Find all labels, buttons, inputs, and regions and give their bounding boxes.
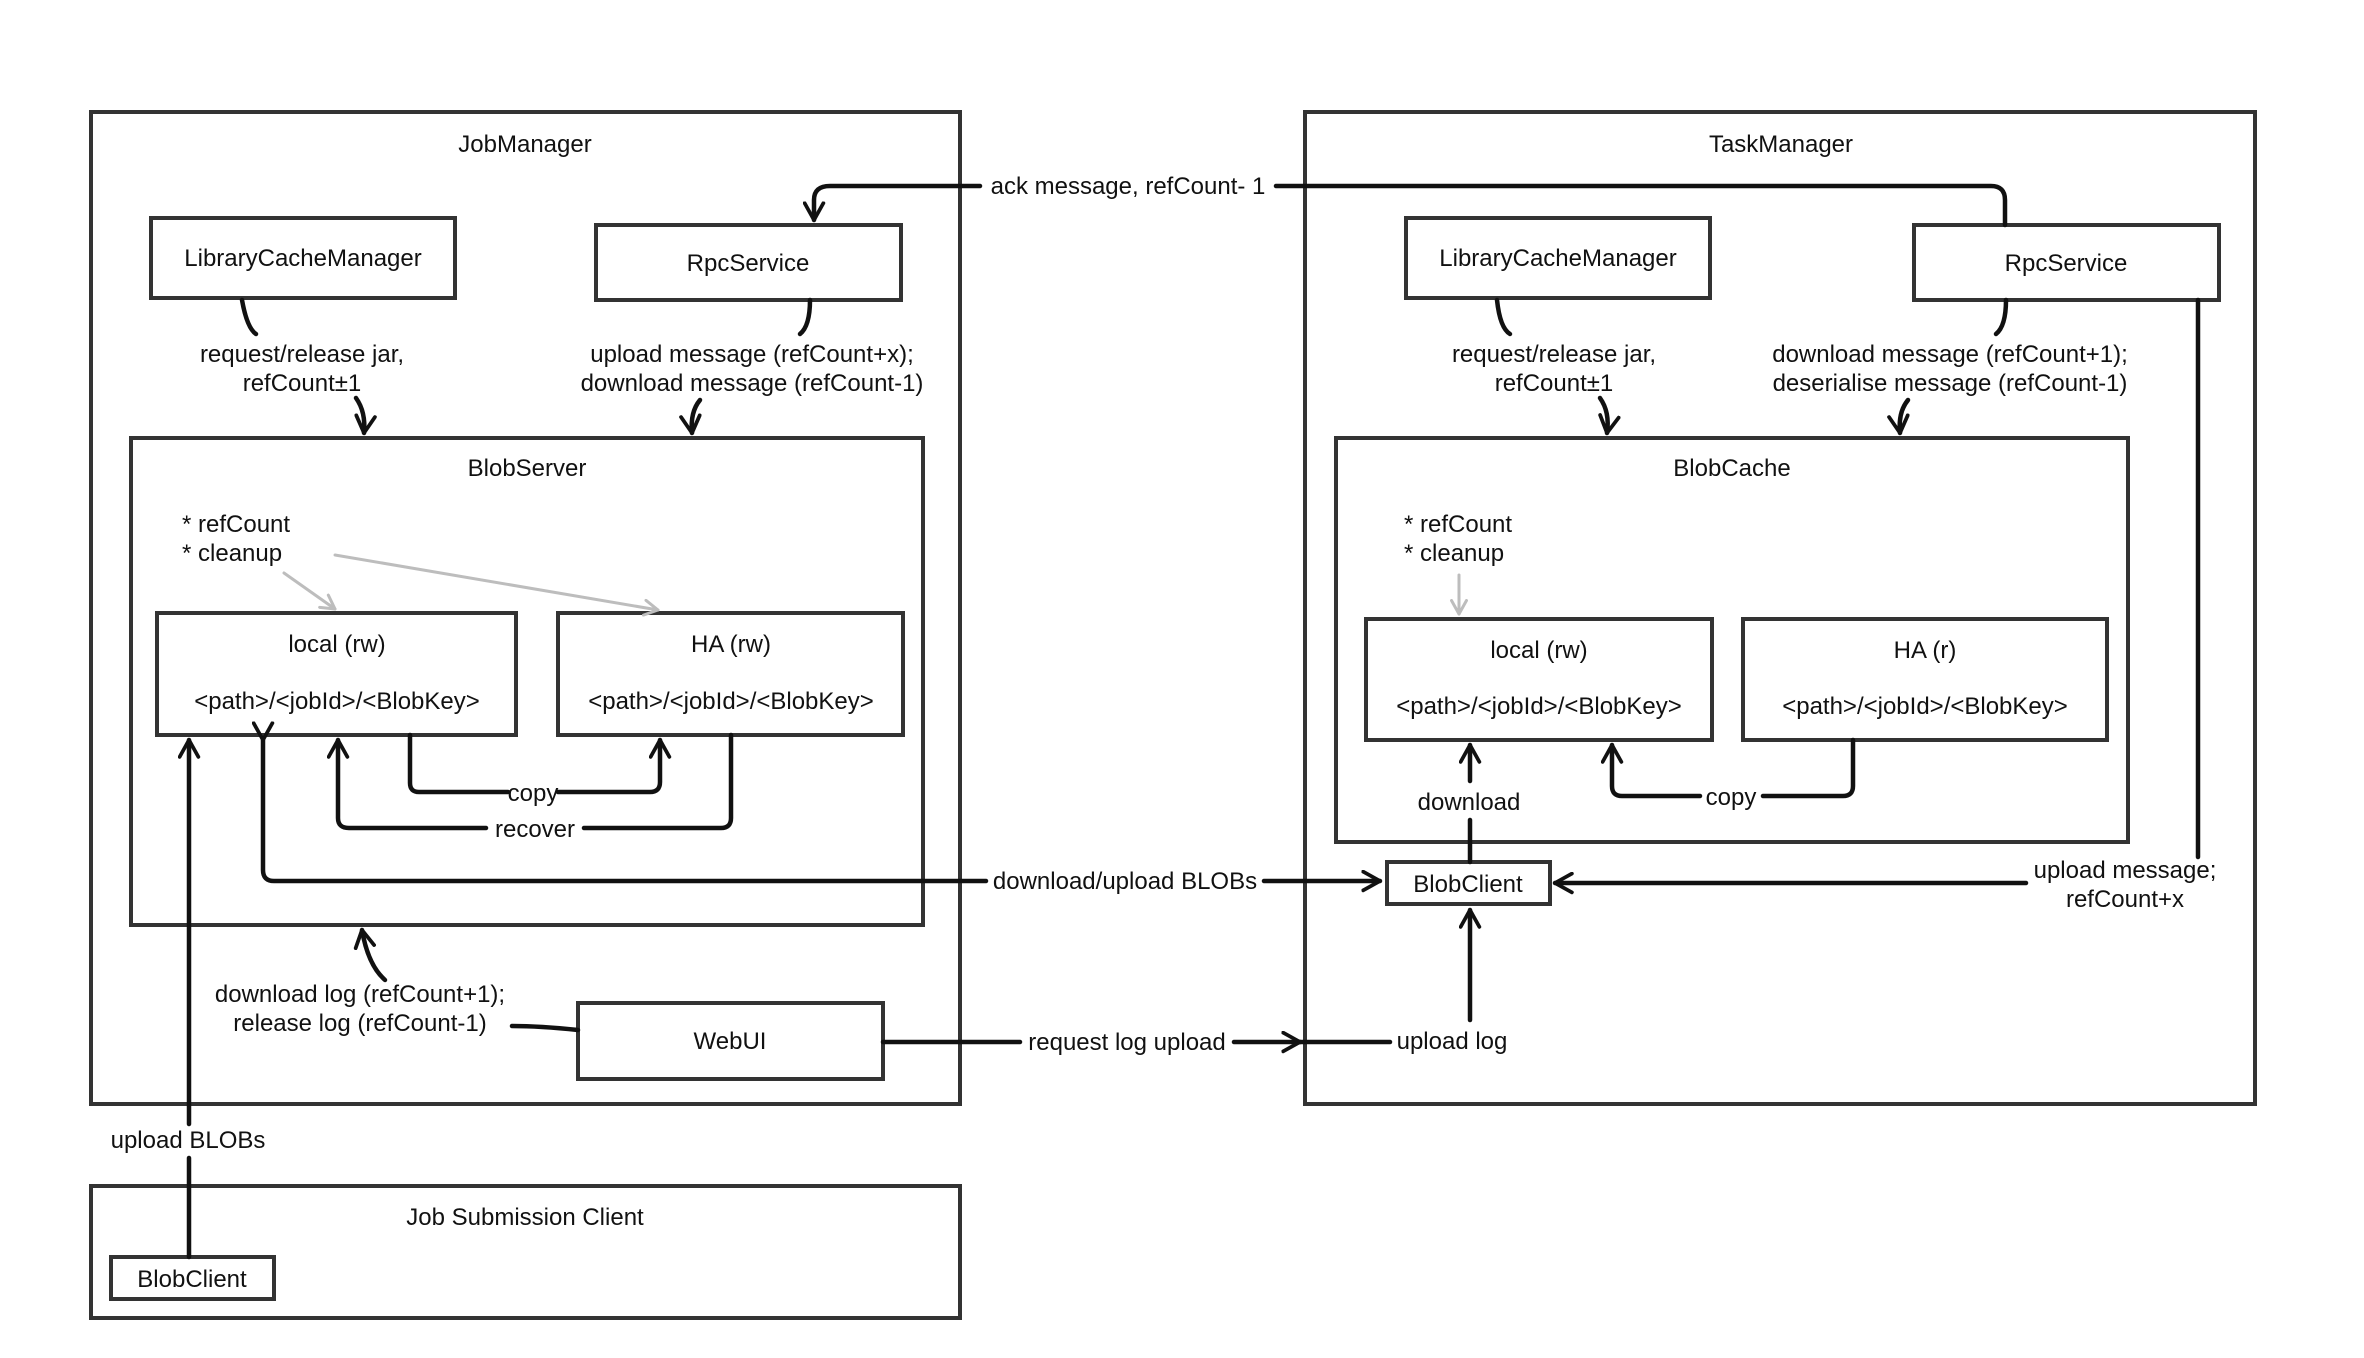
jm-rpcservice-label: RpcService	[687, 250, 810, 277]
blobcache-ha-title: HA (r)	[1894, 637, 1957, 664]
jm-lcm-edge-label-2: refCount±1	[243, 370, 362, 397]
webui-to-blobserver-arrow	[353, 927, 388, 983]
tm-rpc-edge-label-1: download message (refCount+1);	[1772, 341, 2128, 368]
blobcache-box	[1334, 436, 2130, 844]
taskmanager-title: TaskManager	[1709, 131, 1853, 158]
blobserver-title: BlobServer	[468, 455, 587, 482]
tm-blobclient-label: BlobClient	[1413, 871, 1523, 898]
jsc-blobclient-label: BlobClient	[137, 1266, 247, 1293]
job-submission-client-title: Job Submission Client	[406, 1204, 644, 1231]
tm-upload-message-label-1: upload message;	[2034, 857, 2217, 884]
tm-lcm-edge-label-1: request/release jar,	[1452, 341, 1656, 368]
tm-library-cache-manager-label: LibraryCacheManager	[1439, 245, 1676, 272]
blobserver-box	[129, 436, 925, 927]
blobserver-note-refcount: * refCount	[182, 511, 290, 538]
jm-lcm-to-blobserver-top	[239, 297, 259, 337]
blobserver-recover-label: recover	[495, 816, 575, 843]
webui-edge-label-2: release log (refCount-1)	[233, 1010, 486, 1037]
upload-blobs-label: upload BLOBs	[111, 1127, 266, 1154]
blobcache-note-cleanup: * cleanup	[1404, 540, 1504, 567]
webui-edge-label-1: download log (refCount+1);	[215, 981, 505, 1008]
blobcache-download-label: download	[1418, 789, 1521, 816]
blobserver-copy-label: copy	[508, 780, 559, 807]
tm-rpc-to-blobclient-edge	[1555, 297, 2201, 883]
jm-library-cache-manager-box	[149, 216, 457, 300]
jsc-blobclient-box	[109, 1255, 276, 1301]
blobcache-note-refcount: * refCount	[1404, 511, 1512, 538]
download-upload-blobs-label: download/upload BLOBs	[993, 868, 1257, 895]
jm-rpc-edge-label-2: download message (refCount-1)	[581, 370, 924, 397]
webui-to-blobserver-edge	[509, 1023, 581, 1033]
blobserver-local-path: <path>/<jobId>/<BlobKey>	[194, 688, 480, 715]
tm-lcm-to-blobcache-top	[1494, 297, 1513, 337]
tm-lcm-to-blobcache-bottom	[1597, 395, 1621, 436]
jm-rpc-to-blobserver-top	[797, 297, 813, 337]
blobcache-copy-label: copy	[1706, 784, 1757, 811]
jm-library-cache-manager-label: LibraryCacheManager	[184, 245, 421, 272]
tm-rpcservice-box	[1912, 223, 2221, 302]
jm-lcm-to-blobserver-bottom	[353, 395, 377, 436]
jm-rpc-to-blobserver-bottom	[679, 397, 703, 436]
tm-rpcservice-label: RpcService	[2005, 250, 2128, 277]
tm-rpc-edge-label-2: deserialise message (refCount-1)	[1773, 370, 2128, 397]
jobmanager-box	[89, 110, 962, 1106]
tm-rpc-to-blobcache-top	[1993, 297, 2009, 337]
blobcache-ha-box	[1741, 617, 2109, 742]
upload-log-label: upload log	[1397, 1028, 1508, 1055]
ack-message-label: ack message, refCount- 1	[991, 173, 1266, 200]
job-submission-client-box	[89, 1184, 962, 1320]
blobserver-ha-title: HA (rw)	[691, 631, 771, 658]
blobcache-title: BlobCache	[1673, 455, 1790, 482]
blobcache-local-box	[1364, 617, 1714, 742]
blobcache-ha-path: <path>/<jobId>/<BlobKey>	[1782, 693, 2068, 720]
blobcache-copy-edge	[1612, 740, 1856, 799]
jm-lcm-edge-label-1: request/release jar,	[200, 341, 404, 368]
tm-library-cache-manager-box	[1404, 216, 1712, 300]
jm-rpc-edge-label-1: upload message (refCount+x);	[590, 341, 914, 368]
blobserver-local-title: local (rw)	[288, 631, 385, 658]
tm-upload-message-label-2: refCount+x	[2066, 886, 2184, 913]
taskmanager-box	[1303, 110, 2257, 1106]
tm-rpc-to-blobcache-bottom	[1887, 397, 1911, 436]
request-log-upload-label: request log upload	[1028, 1029, 1225, 1056]
blobcache-local-title: local (rw)	[1490, 637, 1587, 664]
blobserver-note-to-ha-arrow	[333, 553, 660, 617]
tm-lcm-edge-label-2: refCount±1	[1495, 370, 1614, 397]
jobmanager-title: JobManager	[458, 131, 591, 158]
blobserver-ha-path: <path>/<jobId>/<BlobKey>	[588, 688, 874, 715]
ack-message-edge	[814, 183, 2008, 225]
download-upload-blobs-edge	[263, 740, 1380, 881]
webui-label: WebUI	[694, 1028, 767, 1055]
blobserver-note-cleanup: * cleanup	[182, 540, 282, 567]
blobcache-local-path: <path>/<jobId>/<BlobKey>	[1396, 693, 1682, 720]
blobserver-note-to-local-arrow	[282, 571, 337, 611]
jm-rpcservice-box	[594, 223, 903, 302]
